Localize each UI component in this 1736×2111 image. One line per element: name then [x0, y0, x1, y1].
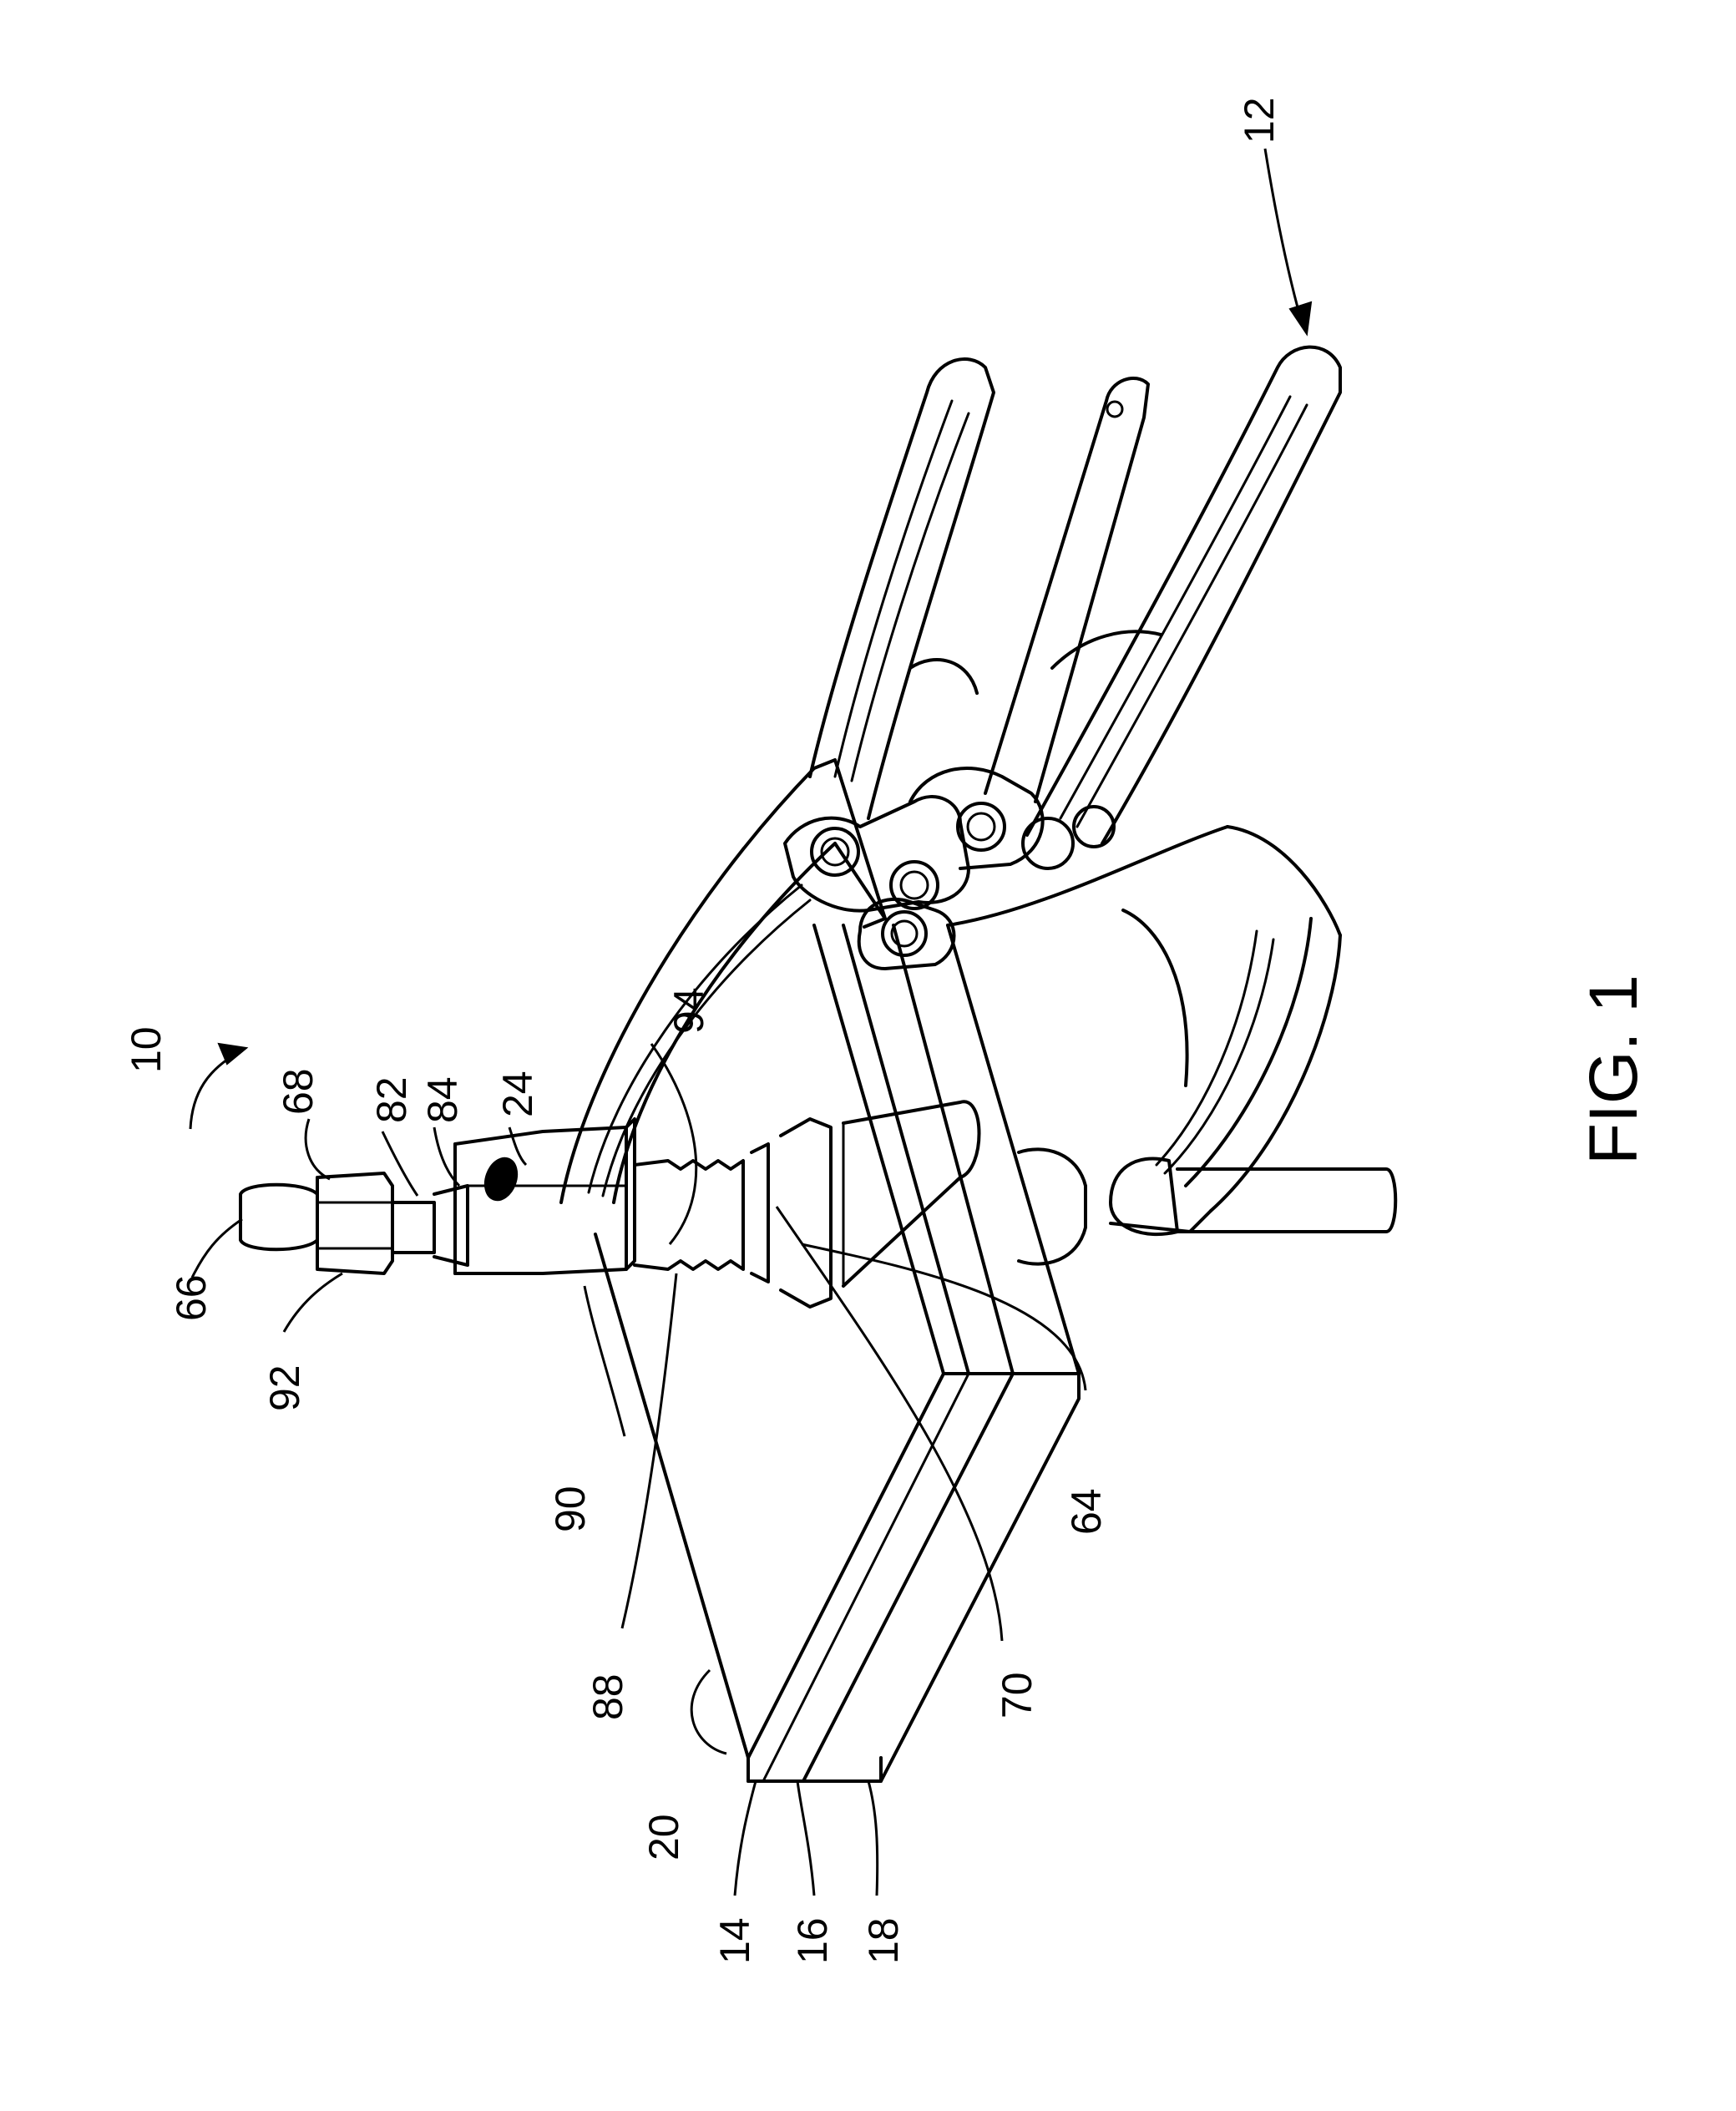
numeral-14: 14 — [711, 1917, 758, 1964]
numeral-20: 20 — [640, 1814, 687, 1860]
reference-numerals: 10 12 14 16 18 20 24 64 66 68 70 82 84 8… — [123, 97, 1283, 1964]
numeral-84: 84 — [419, 1076, 466, 1123]
numeral-10: 10 — [123, 1026, 170, 1073]
numeral-90: 90 — [547, 1486, 594, 1532]
numeral-92: 92 — [261, 1364, 308, 1411]
numeral-94: 94 — [666, 987, 712, 1034]
leader-lines — [190, 149, 1311, 1896]
numeral-88: 88 — [585, 1673, 631, 1720]
screw-assembly — [240, 1101, 979, 1307]
handles — [810, 347, 1340, 843]
lower-rod — [1019, 1149, 1395, 1263]
numeral-18: 18 — [860, 1917, 907, 1964]
pivot-links — [785, 768, 1114, 969]
numeral-70: 70 — [994, 1672, 1040, 1719]
numeral-16: 16 — [789, 1917, 836, 1964]
numeral-24: 24 — [494, 1071, 541, 1117]
numeral-12: 12 — [1236, 97, 1283, 144]
figure-label: FIG. 1 — [1576, 975, 1652, 1165]
numeral-82: 82 — [368, 1076, 415, 1123]
numeral-64: 64 — [1063, 1488, 1110, 1535]
numeral-68: 68 — [275, 1068, 321, 1115]
numeral-66: 66 — [168, 1274, 215, 1321]
